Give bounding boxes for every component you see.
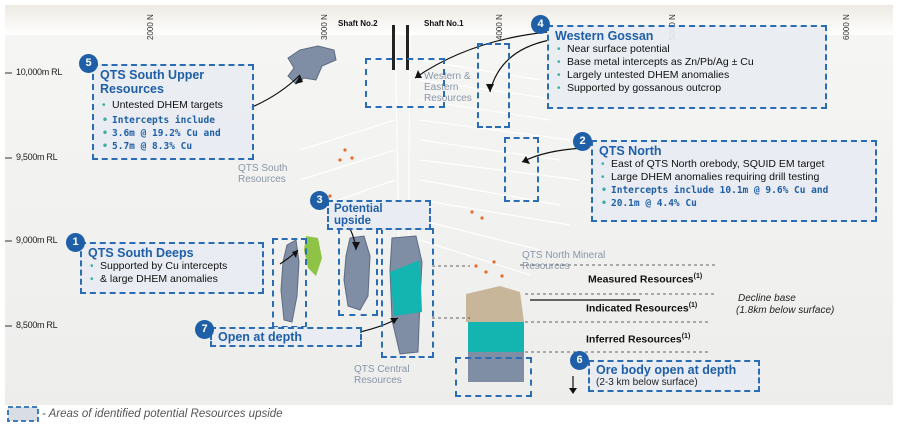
callout-western-gossan-item-1: Near surface potential [555, 43, 819, 56]
callout-qts-north: QTS North East of QTS North orebody, SQU… [591, 140, 877, 222]
northing-6000: 6000 N [842, 14, 851, 40]
callout-qts-south-upper-highlight-1: Intercepts include [100, 114, 246, 127]
western-eastern-zone [365, 58, 445, 108]
callout-ore-body-open-title: Ore body open at depth [596, 363, 737, 377]
callout-qts-north-title: QTS North [599, 144, 662, 158]
callout-qts-north-highlight-2: 20.1m @ 4.4% Cu [599, 197, 869, 210]
callout-qts-north-item-2: Large DHEM anomalies requiring drill tes… [599, 171, 869, 184]
callout-potential-upside: Potential upside [327, 200, 431, 230]
callout-western-gossan-item-4: Supported by gossanous outcrop [555, 82, 819, 95]
legend-text: - Areas of identified potential Resource… [42, 408, 283, 420]
inferred-resources-label: Inferred Resources(1) [586, 333, 691, 346]
qts-south-upper-orebody [287, 45, 337, 85]
callout-qts-south-deeps-item-1: Supported by Cu intercepts [88, 260, 256, 273]
qts-central-resources-label: QTS Central Resources [354, 364, 410, 386]
resource-guides [432, 264, 715, 353]
badge-1: 1 [66, 233, 85, 252]
shaft-no1-label: Shaft No.1 [424, 19, 464, 28]
callout-western-gossan-title: Western Gossan [555, 29, 654, 43]
callout-qts-south-upper: QTS South Upper Resources Untested DHEM … [92, 64, 254, 160]
ore-body-depth-zone [455, 357, 532, 397]
badge-6: 6 [570, 351, 589, 370]
measured-zone [466, 286, 524, 322]
badge-4: 4 [531, 15, 550, 34]
northing-4000: 4000 N [495, 14, 504, 40]
qts-north-mineral-resources-label: QTS North Mineral Resources [522, 250, 606, 272]
callout-ore-body-open-sub: (2-3 km below surface) [596, 377, 698, 388]
badge-5: 5 [79, 54, 98, 73]
callout-qts-south-deeps-title: QTS South Deeps [88, 246, 194, 260]
decline-base-label: Decline base [738, 293, 796, 304]
indicated-zone [468, 322, 524, 352]
legend-swatch [7, 406, 39, 422]
badge-2: 2 [573, 132, 592, 151]
callout-qts-south-upper-title-2: Resources [100, 82, 164, 96]
callout-open-at-depth: Open at depth [210, 327, 362, 347]
depth-arrowhead [569, 388, 577, 394]
qts-central-zone [381, 228, 434, 358]
callout-potential-upside-title-2: upside [334, 215, 372, 227]
callout-qts-south-upper-highlight-2: 3.6m @ 19.2% Cu and [100, 127, 246, 140]
green-zone [304, 236, 322, 276]
potential-upside-orebody [343, 235, 371, 311]
badge-3: 3 [310, 191, 329, 210]
callout-qts-south-deeps-item-2: & large DHEM anomalies [88, 273, 256, 286]
western-eastern-resources-label: Western & Eastern Resources [424, 71, 472, 104]
qts-south-deeps-zone [272, 238, 307, 328]
shaft-no2-label: Shaft No.2 [338, 19, 378, 28]
elevation-label-9500: 9,500m RL [16, 152, 58, 162]
elevation-label-10000: 10,000m RL [16, 67, 63, 77]
arrowheads [292, 70, 530, 324]
potential-upside-zone [338, 228, 378, 316]
qts-north-zone [504, 137, 539, 202]
northing-3000: 3000 N [320, 14, 329, 40]
elevation-label-9000: 9,000m RL [16, 235, 58, 245]
callout-open-at-depth-title: Open at depth [218, 330, 303, 344]
qts-central-teal-zone [390, 260, 422, 316]
callout-qts-south-upper-highlight-3: 5.7m @ 8.3% Cu [100, 140, 246, 153]
elevation-ticks [5, 72, 12, 327]
elevation-label-8500: 8,500m RL [16, 320, 58, 330]
shaft-no1 [406, 25, 409, 70]
callout-qts-north-highlight-1: Intercepts include 10.1m @ 9.6% Cu and [599, 184, 869, 197]
western-gossan-zone [477, 43, 510, 128]
indicated-resources-label: Indicated Resources(1) [586, 302, 698, 315]
badge-7: 7 [195, 320, 214, 339]
callout-western-gossan-item-2: Base metal intercepts as Zn/Pb/Ag ± Cu [555, 56, 819, 69]
measured-resources-label: Measured Resources(1) [588, 273, 703, 286]
callout-qts-south-deeps: QTS South Deeps Supported by Cu intercep… [80, 242, 264, 294]
callout-potential-upside-title: Potential [334, 203, 383, 215]
callout-western-gossan: Western Gossan Near surface potential Ba… [547, 25, 827, 109]
callout-qts-south-upper-title: QTS South Upper [100, 68, 205, 82]
callout-qts-north-item-1: East of QTS North orebody, SQUID EM targ… [599, 158, 869, 171]
northing-2000: 2000 N [146, 14, 155, 40]
callout-western-gossan-item-3: Largely untested DHEM anomalies [555, 69, 819, 82]
decline-base-depth-label: (1.8km below surface) [736, 305, 835, 316]
callout-ore-body-open: Ore body open at depth (2-3 km below sur… [588, 360, 760, 392]
qts-south-resources-label: QTS South Resources [238, 163, 288, 185]
callout-qts-south-upper-item: Untested DHEM targets [100, 99, 246, 112]
intercept-dots [314, 148, 504, 278]
shaft-no2 [392, 25, 395, 70]
